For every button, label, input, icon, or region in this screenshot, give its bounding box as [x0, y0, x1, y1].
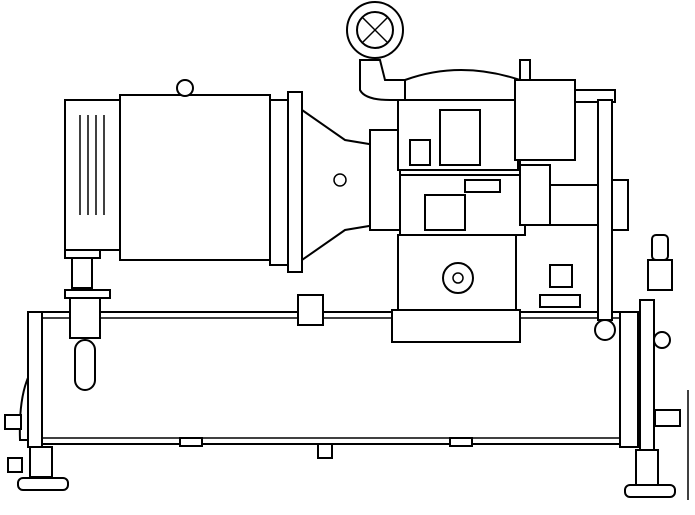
filter-drier	[64, 247, 111, 391]
relief-valve	[647, 234, 673, 349]
coupling-housing	[301, 108, 401, 262]
support-legs	[7, 437, 676, 498]
motor	[64, 79, 324, 326]
discharge-piping	[539, 89, 616, 341]
shell-cylinder	[4, 299, 689, 500]
top-fan-cover	[346, 1, 406, 101]
compressor	[391, 59, 629, 343]
